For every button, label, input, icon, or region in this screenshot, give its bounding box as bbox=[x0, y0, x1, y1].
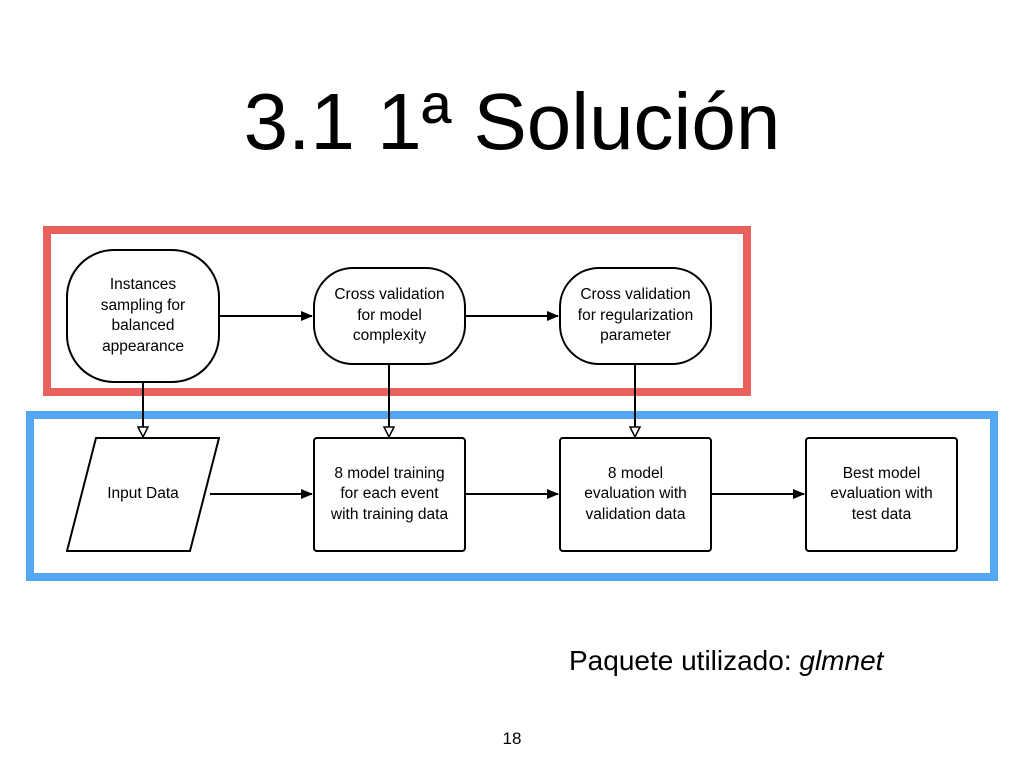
package-note-label: Paquete utilizado: bbox=[569, 645, 800, 676]
slide-title: 3.1 1ª Solución bbox=[243, 77, 781, 166]
parallelogram-shape bbox=[66, 437, 220, 552]
cv-model-complexity-node: Cross validation for model complexity bbox=[313, 267, 466, 365]
bottom-group-frame bbox=[26, 411, 998, 581]
input-data-label: Input Data bbox=[107, 485, 179, 503]
instances-sampling-node: Instances sampling for balanced appearan… bbox=[66, 249, 220, 383]
cv-model-complexity-label: Cross validation for model complexity bbox=[334, 286, 445, 345]
model-training-node: 8 model training for each event with tra… bbox=[313, 437, 466, 552]
model-evaluation-node: 8 model evaluation with validation data bbox=[559, 437, 712, 552]
model-training-label: 8 model training for each event with tra… bbox=[330, 464, 449, 523]
instances-sampling-label: Instances sampling for balanced appearan… bbox=[100, 276, 186, 355]
package-name: glmnet bbox=[799, 645, 884, 676]
package-note: Paquete utilizado: glmnet bbox=[569, 643, 883, 679]
page-number: 18 bbox=[502, 729, 522, 748]
cv-regularization-label: Cross validation for regularization para… bbox=[577, 286, 694, 345]
input-data-node: Input Data bbox=[66, 437, 220, 552]
best-model-label: Best model evaluation with test data bbox=[830, 464, 933, 523]
top-group-frame bbox=[43, 226, 751, 396]
best-model-node: Best model evaluation with test data bbox=[805, 437, 958, 552]
model-evaluation-label: 8 model evaluation with validation data bbox=[584, 464, 687, 523]
cv-regularization-node: Cross validation for regularization para… bbox=[559, 267, 712, 365]
